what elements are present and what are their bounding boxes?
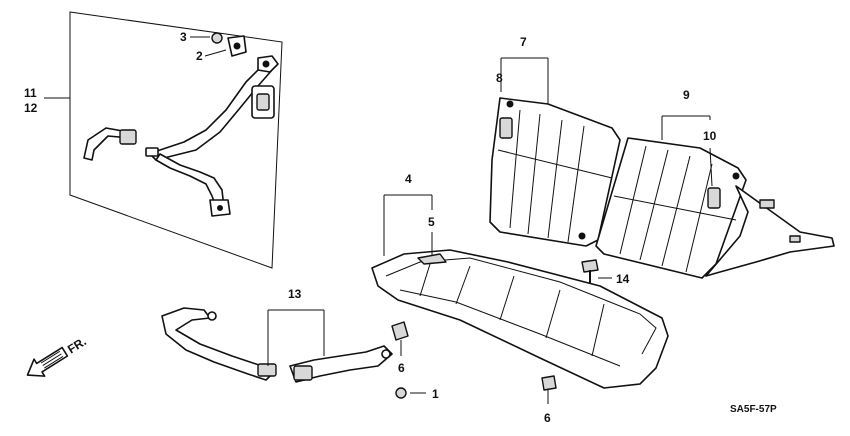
buckle-strap <box>83 127 131 161</box>
rear-floor-panel <box>705 185 835 277</box>
bolt-cap <box>211 32 223 44</box>
callout-12: 12 <box>24 101 38 115</box>
seat-cushion <box>371 249 669 389</box>
seat-belt-group-frame <box>69 11 283 269</box>
buckle <box>119 129 137 145</box>
callout-6-upper: 6 <box>398 361 405 375</box>
seat-back-left <box>489 97 621 247</box>
front-indicator-label: FR. <box>65 334 89 356</box>
lap-belt-assembly <box>161 307 393 383</box>
callout-5: 5 <box>428 215 435 229</box>
front-direction-arrow: FR. <box>26 334 89 377</box>
callout-13: 13 <box>288 287 302 301</box>
callout-8: 8 <box>496 71 503 85</box>
diagram-code: SA5F-57P <box>730 404 777 415</box>
callout-3: 3 <box>180 30 187 44</box>
callout-9: 9 <box>683 88 690 102</box>
callout-14: 14 <box>616 272 630 286</box>
clip-washer <box>395 387 407 399</box>
leader-lines <box>44 57 713 404</box>
rear-seat-belt-assembly-group <box>69 11 283 269</box>
callout-2: 2 <box>196 49 203 63</box>
callout-labels: 1 2 3 4 5 6 6 7 8 9 10 11 12 13 14 <box>24 30 717 425</box>
callout-7: 7 <box>520 35 527 49</box>
cushion-hook-left <box>391 321 409 341</box>
callout-10: 10 <box>703 129 717 143</box>
callout-11: 11 <box>24 86 37 100</box>
callout-4: 4 <box>405 172 412 186</box>
seat-back-right <box>595 137 747 279</box>
callout-6-lower: 6 <box>544 411 551 425</box>
cushion-hook-right <box>541 375 557 391</box>
callout-1: 1 <box>432 387 439 401</box>
seat-back-bolt <box>581 259 599 284</box>
